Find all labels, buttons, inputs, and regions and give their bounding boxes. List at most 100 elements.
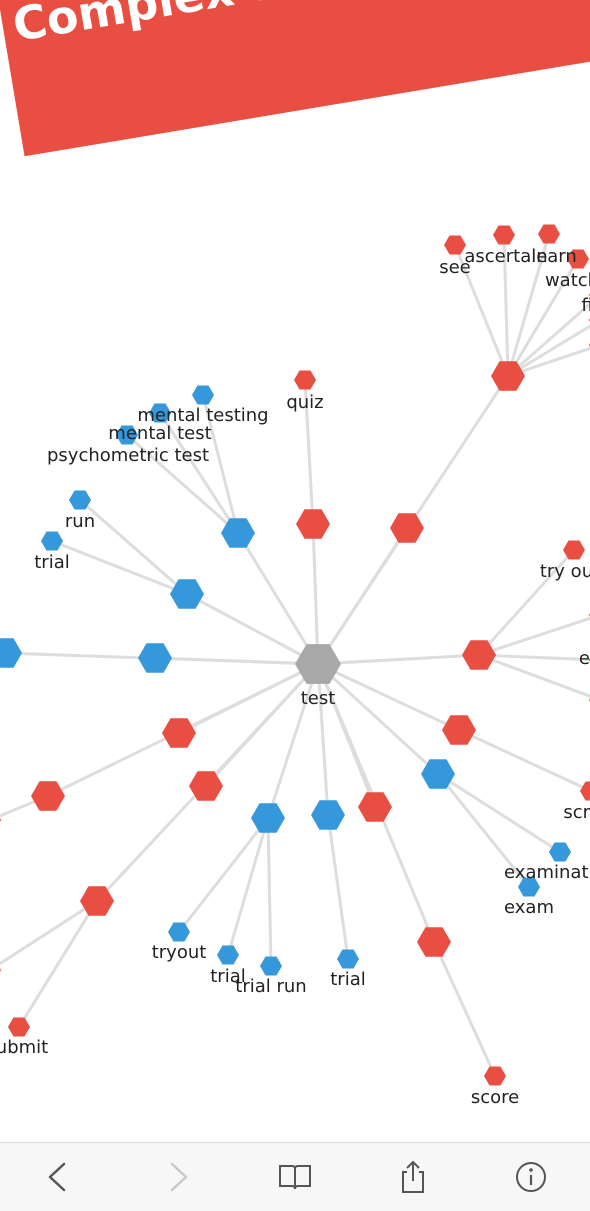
graph-edge — [51, 539, 188, 596]
node-label: see — [439, 257, 471, 278]
leaf-node[interactable] — [444, 235, 466, 255]
leaf-node[interactable] — [116, 425, 138, 445]
graph-edge — [453, 244, 510, 377]
back-button[interactable] — [34, 1152, 84, 1202]
hub-node[interactable] — [170, 579, 204, 609]
leaf-node[interactable] — [549, 842, 571, 862]
leaf-node[interactable] — [567, 249, 589, 269]
leaf-node[interactable] — [149, 403, 171, 423]
hub-node[interactable] — [31, 781, 65, 811]
graph-edge — [0, 899, 98, 966]
graph-edge — [317, 653, 480, 666]
graph-edge — [507, 301, 590, 378]
info-icon — [516, 1162, 546, 1192]
node-label: quiz — [286, 392, 323, 413]
node-label: trial — [34, 552, 70, 573]
node-label: tryout — [152, 942, 207, 963]
leaf-node[interactable] — [484, 1066, 506, 1086]
node-label: mental test — [108, 423, 211, 444]
hub-node[interactable] — [80, 886, 114, 916]
leaf-node[interactable] — [493, 225, 515, 245]
leaf-node[interactable] — [260, 956, 282, 976]
bookmarks-button[interactable] — [270, 1152, 320, 1202]
node-label: scr — [563, 802, 590, 823]
node-label: fi — [581, 295, 590, 316]
hub-node[interactable] — [442, 715, 476, 745]
node-label: ascertain — [464, 246, 547, 267]
graph-edge — [478, 653, 590, 662]
graph-edge — [266, 663, 320, 819]
graph-edge — [437, 772, 561, 854]
graph-edge — [507, 324, 590, 378]
hub-node[interactable] — [311, 800, 345, 830]
leaf-node[interactable] — [168, 922, 190, 942]
center-node[interactable] — [295, 644, 341, 684]
graph-edge — [226, 817, 270, 956]
hub-node[interactable] — [462, 640, 496, 670]
hub-node[interactable] — [417, 927, 451, 957]
node-label: examination — [504, 862, 590, 883]
leaf-node[interactable] — [0, 811, 1, 830]
graph-edge — [201, 394, 240, 534]
graph-edge — [236, 532, 320, 665]
hub-node[interactable] — [138, 643, 172, 673]
graph-edge — [186, 592, 319, 666]
leaf-node[interactable] — [538, 224, 560, 244]
graph-edge — [158, 412, 240, 534]
node-label: trial run — [235, 976, 306, 997]
forward-button[interactable] — [152, 1152, 202, 1202]
hub-node[interactable] — [358, 792, 392, 822]
leaf-node[interactable] — [217, 945, 239, 965]
graph-edge — [478, 653, 590, 698]
graph-edge — [506, 258, 580, 377]
hub-node[interactable] — [221, 518, 255, 548]
leaf-node[interactable] — [337, 949, 359, 969]
leaf-node[interactable] — [294, 370, 316, 390]
leaf-node[interactable] — [518, 877, 540, 897]
graph-edge — [311, 523, 320, 665]
hub-node[interactable] — [421, 759, 455, 789]
node-label: score — [471, 1087, 519, 1108]
leaf-node[interactable] — [0, 961, 1, 980]
hub-node[interactable] — [189, 771, 223, 801]
info-button[interactable] — [506, 1152, 556, 1202]
hub-node[interactable] — [491, 361, 525, 391]
graph-edge — [477, 548, 576, 657]
node-label: trial — [210, 966, 246, 987]
graph-edge — [266, 817, 273, 967]
graph-nodes — [0, 224, 590, 1086]
graph-edge — [126, 433, 239, 535]
word-graph[interactable]: testseeascertainlearnwatchfiquizmental t… — [0, 0, 590, 1142]
graph-edge — [478, 616, 590, 657]
hub-node[interactable] — [296, 509, 330, 539]
node-label: exam — [504, 897, 554, 918]
leaf-node[interactable] — [580, 781, 590, 801]
graph-edge — [326, 814, 350, 960]
node-label: e — [579, 648, 590, 669]
hub-node[interactable] — [390, 513, 424, 543]
node-label: mental testing — [137, 405, 268, 426]
graph-edges — [0, 233, 590, 1077]
node-label: ubmit — [0, 1037, 48, 1058]
graph-edge — [316, 662, 440, 776]
leaf-node[interactable] — [192, 385, 214, 405]
leaf-node[interactable] — [41, 531, 63, 551]
node-label: try out — [540, 561, 590, 582]
graph-labels: testseeascertainlearnwatchfiquizmental t… — [0, 246, 590, 1108]
hub-node[interactable] — [251, 803, 285, 833]
graph-edge — [303, 379, 315, 525]
graph-edge — [17, 900, 99, 1028]
leaf-node[interactable] — [69, 490, 91, 510]
graph-edge — [177, 817, 270, 933]
hub-node[interactable] — [162, 718, 196, 748]
share-icon — [402, 1160, 424, 1193]
node-label: test — [301, 688, 336, 709]
leaf-node[interactable] — [8, 1017, 30, 1037]
graph-edge — [316, 527, 409, 665]
share-button[interactable] — [388, 1152, 438, 1202]
graph-edge — [316, 663, 330, 816]
graph-edge — [458, 728, 590, 793]
node-label: watch — [545, 270, 590, 291]
leaf-node[interactable] — [563, 540, 585, 560]
hub-node[interactable] — [0, 638, 22, 668]
